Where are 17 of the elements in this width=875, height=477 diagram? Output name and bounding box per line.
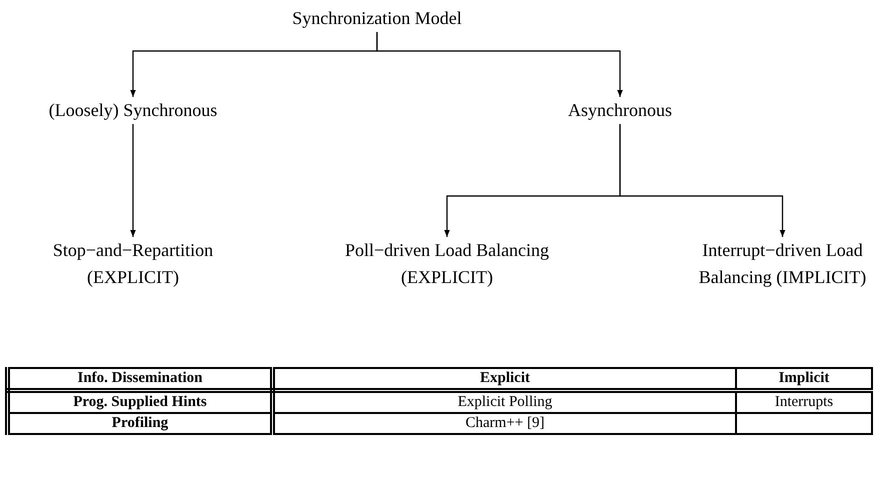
node-label: Interrupt−driven Load Balancing (IMPLICIT) (690, 237, 875, 291)
arrow (130, 124, 136, 237)
node-label: Stop−and−Repartition (EXPLICIT) (23, 237, 243, 291)
arrow (376, 32, 623, 97)
node-label: Asynchronous (530, 97, 710, 124)
node-label: (Loosely) Synchronous (23, 97, 243, 124)
row-header: Prog. Supplied Hints (8, 390, 272, 413)
row-header: Profiling (8, 413, 272, 434)
node-label: Synchronization Model (257, 5, 497, 32)
arrow (619, 124, 786, 237)
table-cell: Explicit Polling (272, 390, 736, 413)
table-cell: Charm++ [9] (272, 413, 736, 434)
column-header: Info. Dissemination (8, 368, 272, 390)
node-label: Poll−driven Load Balancing (EXPLICIT) (337, 237, 557, 291)
column-header: Explicit (272, 368, 736, 390)
column-header: Implicit (736, 368, 872, 390)
table-cell: Interrupts (736, 390, 872, 413)
